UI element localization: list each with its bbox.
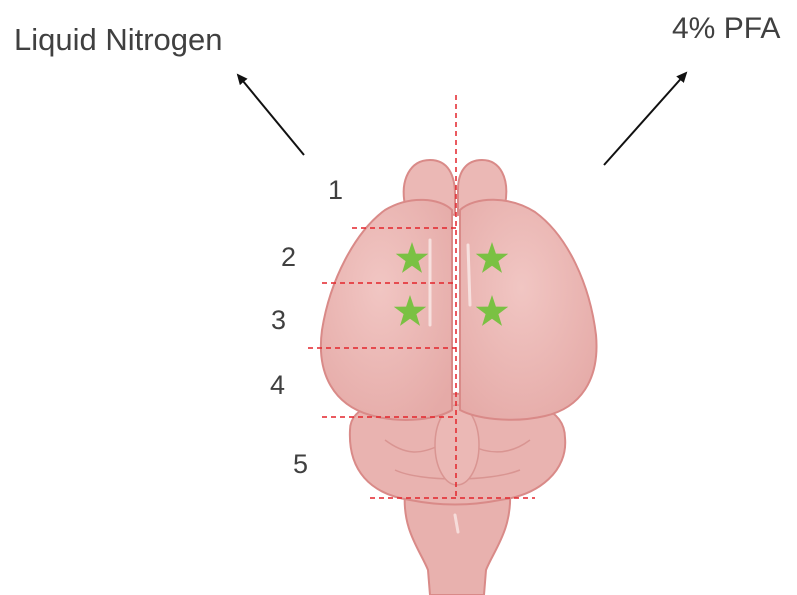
arrow-to-pfa [604,73,686,165]
left-hemisphere [321,200,452,420]
right-hemisphere-highlight [468,245,470,305]
arrow-to-liquid-nitrogen [238,75,304,155]
brainstem [405,492,510,595]
